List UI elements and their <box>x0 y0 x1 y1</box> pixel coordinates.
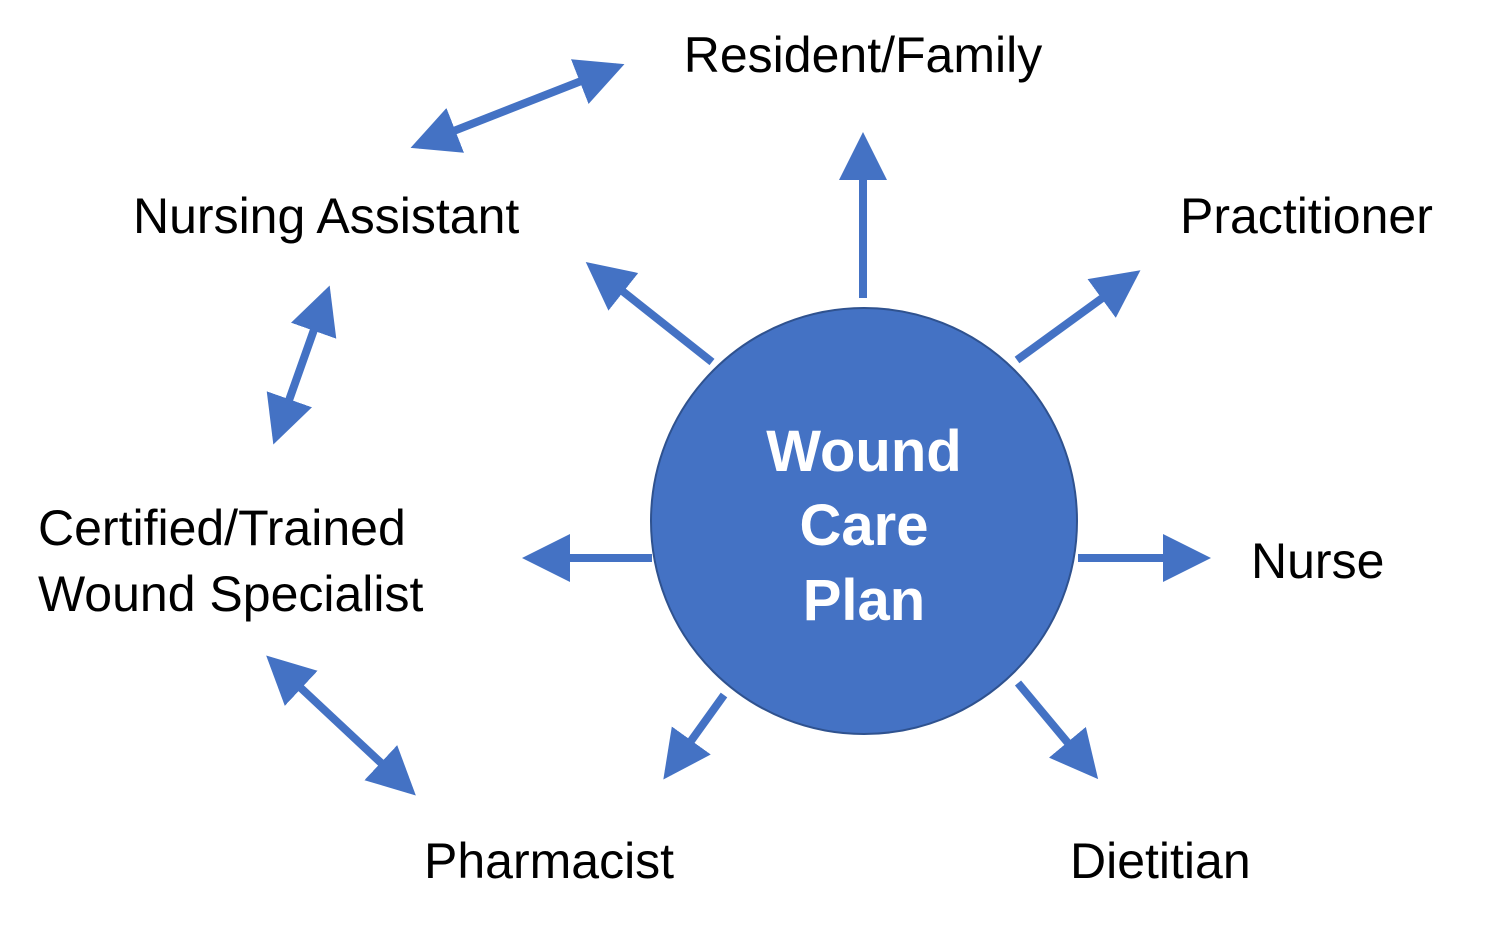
center-label-line-3: Plan <box>803 568 926 633</box>
arrow-to-pharmacist <box>663 692 728 780</box>
arrow-to-dietitian <box>1014 680 1099 780</box>
center-label-line-1: Wound <box>766 419 961 484</box>
center-label-line-2: Care <box>800 493 929 558</box>
node-practitioner: Practitioner <box>1180 188 1433 244</box>
node-resident-family: Resident/Family <box>684 27 1042 83</box>
node-nursing-assistant: Nursing Assistant <box>133 188 519 244</box>
node-nurse: Nurse <box>1251 533 1384 589</box>
arrow-to-nursing-assistant <box>585 262 715 366</box>
double-arrow-nursing-assistant-resident-family <box>410 59 625 153</box>
node-wound-specialist-line-1: Certified/Trained <box>38 500 406 556</box>
node-pharmacist: Pharmacist <box>424 833 674 889</box>
node-dietitian: Dietitian <box>1070 833 1251 889</box>
node-wound-specialist-line-2: Wound Specialist <box>38 566 424 622</box>
wound-care-plan-circle <box>650 307 1078 735</box>
double-arrow-wound-specialist-nursing-assistant <box>266 285 337 445</box>
double-arrow-wound-specialist-pharmacist <box>266 655 416 796</box>
arrow-to-practitioner <box>1014 270 1141 364</box>
